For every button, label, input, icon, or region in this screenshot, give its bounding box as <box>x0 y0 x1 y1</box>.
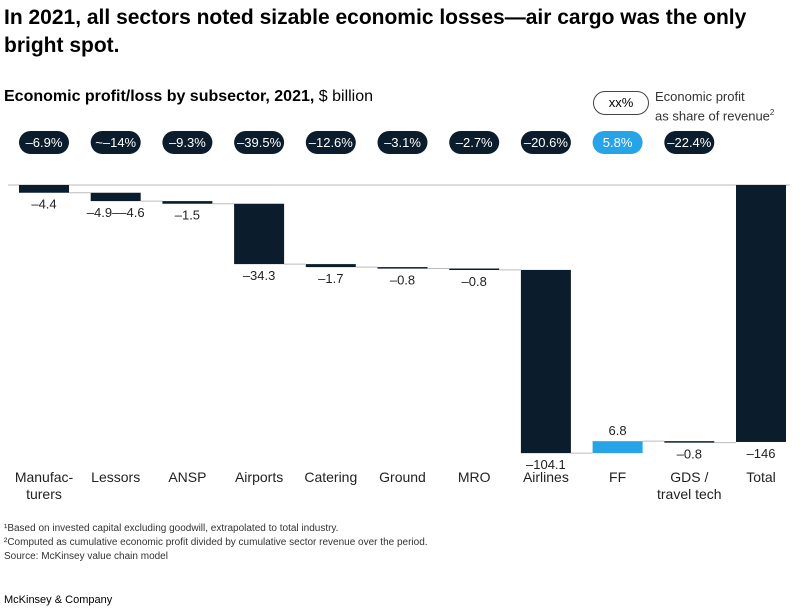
category-label-1: Lessors <box>91 469 140 485</box>
share-pill-8 <box>592 131 643 154</box>
value-label-3: –34.3 <box>243 268 276 283</box>
share-label-2: –9.3% <box>169 135 206 150</box>
bar-2 <box>162 201 213 204</box>
bar-4 <box>305 264 356 268</box>
category-label-10: Total <box>746 469 776 485</box>
category-label-3: Airports <box>235 469 283 485</box>
bar-0 <box>19 185 69 193</box>
share-label-1: ~–14% <box>95 135 136 150</box>
value-label-10: –146 <box>747 446 776 461</box>
share-label-0: –6.9% <box>26 135 63 150</box>
value-label-9: –0.8 <box>677 447 702 462</box>
share-pill-2 <box>162 131 213 154</box>
share-label-6: –2.7% <box>456 135 493 150</box>
share-label-7: –20.6% <box>524 135 569 150</box>
bar-7 <box>520 269 571 454</box>
share-label-9: –22.4% <box>667 135 712 150</box>
legend-line-2: as share of revenue2 <box>655 105 774 124</box>
share-pill-6 <box>449 131 500 154</box>
subtitle-unit: $ billion <box>314 88 374 105</box>
bar-5 <box>377 267 428 269</box>
share-pill-0 <box>19 131 69 154</box>
value-label-8: 6.8 <box>609 423 627 438</box>
value-label-1: –4.9––4.6 <box>87 205 145 220</box>
value-label-6: –0.8 <box>462 274 487 289</box>
category-label-9-line-1: travel tech <box>657 486 722 502</box>
share-label-3: –39.5% <box>237 135 282 150</box>
share-label-4: –12.6% <box>309 135 354 150</box>
footnotes: ¹Based on invested capital excluding goo… <box>4 522 428 564</box>
legend-line-1: Economic profit <box>655 89 745 104</box>
brand-logo-text: McKinsey & Company <box>4 594 113 606</box>
bar-10 <box>736 185 786 442</box>
chart-subtitle: Economic profit/loss by subsector, 2021,… <box>4 87 373 107</box>
share-pill-7 <box>520 131 571 154</box>
category-label-4: Catering <box>304 469 357 485</box>
value-label-0: –4.4 <box>31 197 56 212</box>
value-label-7: –104.1 <box>526 457 566 472</box>
legend-pill-sample: xx% <box>593 91 649 115</box>
source-note: Source: McKinsey value chain model <box>4 551 168 562</box>
value-label-5: –0.8 <box>390 273 415 288</box>
category-label-8: FF <box>609 469 626 485</box>
category-label-2: ANSP <box>168 469 206 485</box>
share-pill-5 <box>377 131 428 154</box>
category-label-9-line-0: GDS / <box>670 469 708 485</box>
legend-description: Economic profit as share of revenue2 <box>655 89 774 124</box>
category-label-7: Airlines <box>523 469 569 485</box>
share-label-8: 5.8% <box>603 135 633 150</box>
category-label-6: MRO <box>458 469 491 485</box>
value-label-4: –1.7 <box>318 271 343 286</box>
bar-6 <box>449 268 500 271</box>
value-label-2: –1.5 <box>175 208 200 223</box>
share-pill-1 <box>90 131 141 154</box>
legend-footnote-mark: 2 <box>769 108 775 117</box>
category-label-0-line-1: turers <box>26 486 62 502</box>
subtitle-bold: Economic profit/loss by subsector, 2021, <box>4 88 315 105</box>
share-pill-3 <box>234 131 285 154</box>
footnote-2: ²Computed as cumulative economic profit … <box>4 537 428 548</box>
share-pill-9 <box>664 131 715 154</box>
legend-line-2-text: as share of revenue <box>655 108 770 124</box>
bar-3 <box>234 203 285 265</box>
footnote-1: ¹Based on invested capital excluding goo… <box>4 523 339 534</box>
share-pill-4 <box>305 131 356 154</box>
share-label-5: –3.1% <box>384 135 421 150</box>
bar-8 <box>592 441 643 454</box>
bar-1 <box>90 192 141 202</box>
category-label-0-line-0: Manufac- <box>15 469 74 485</box>
chart-title: In 2021, all sectors noted sizable econo… <box>4 6 747 57</box>
bar-9 <box>664 441 715 443</box>
category-label-5: Ground <box>379 469 426 485</box>
